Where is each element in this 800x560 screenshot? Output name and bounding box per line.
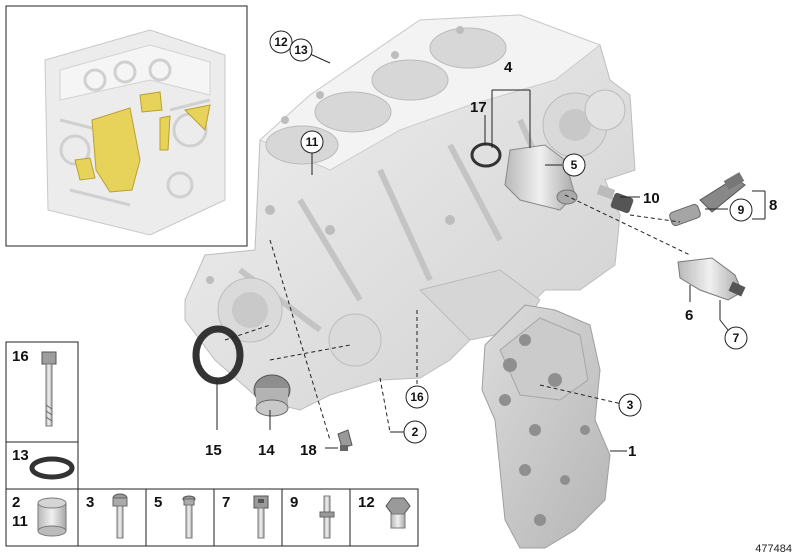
legend-cell-label: 9	[290, 494, 298, 511]
callout-9: 9	[729, 198, 753, 222]
thin-bolt-icon	[182, 495, 196, 539]
screw-plug-icon	[385, 497, 411, 529]
legend-cell-label: 16	[12, 348, 29, 365]
sensor-9-assembly	[669, 172, 746, 227]
diagram-reference-number: 477484	[755, 543, 792, 555]
legend-bottom-row: 3 5 7 9 12	[77, 488, 419, 547]
callout-18: 18	[300, 442, 317, 459]
highlighted-bracket-overview	[91, 107, 141, 193]
legend-cell-label: 7	[222, 494, 230, 511]
callout-16-label: 16	[410, 390, 424, 404]
overview-inset	[5, 5, 248, 247]
o-ring-17	[470, 142, 502, 168]
legend-cell-label: 5	[154, 494, 162, 511]
callout-3-label: 3	[627, 398, 634, 412]
callout-2: 2	[403, 420, 427, 444]
callout-7-label: 7	[733, 331, 740, 345]
callout-9-label: 9	[738, 203, 745, 217]
sensor-18	[337, 429, 353, 451]
callout-2-label: 2	[412, 425, 419, 439]
callout-8: 8	[769, 197, 777, 214]
legend-left-column: 16 13 2 11	[5, 341, 79, 547]
callout-11: 11	[300, 130, 324, 154]
legend-cell-label: 13	[12, 447, 29, 464]
callout-11-label: 11	[306, 135, 319, 149]
sensor-6	[677, 257, 746, 301]
leader-lines	[216, 43, 766, 452]
legend-cell-label: 3	[86, 494, 94, 511]
medium-bolt-icon	[112, 493, 128, 539]
socket-screw-icon	[253, 495, 269, 539]
stud-bolt-icon	[319, 495, 335, 539]
callout-14: 14	[258, 442, 275, 459]
callout-10: 10	[643, 190, 660, 207]
callout-7: 7	[724, 326, 748, 350]
callout-labels: 1 2 3 4 5 6 7 8 9 10 11 12	[205, 30, 777, 460]
callout-1: 1	[628, 443, 636, 460]
callout-5-label: 5	[571, 158, 578, 172]
legend-cell-label: 12	[358, 494, 375, 511]
sensor-10	[596, 184, 634, 214]
legend-cell-label: 11	[12, 513, 28, 530]
callout-6: 6	[685, 307, 693, 324]
callout-17: 17	[470, 99, 487, 116]
long-bolt-icon	[41, 351, 57, 427]
sleeve-icon	[37, 497, 67, 537]
oil-pressure-valve	[504, 144, 578, 211]
callout-4: 4	[504, 59, 513, 76]
plug-14	[253, 374, 291, 417]
legend-cell-label: 2	[12, 494, 20, 511]
callout-15: 15	[205, 442, 222, 459]
callout-5: 5	[562, 153, 586, 177]
callout-12: 12	[269, 30, 293, 54]
callout-12-label: 12	[274, 35, 288, 49]
callout-13-label: 13	[294, 43, 308, 57]
seal-ring-15	[192, 325, 244, 385]
seal-ring-icon	[29, 456, 75, 480]
callout-16: 16	[405, 385, 429, 409]
engine-mount-bracket	[481, 304, 611, 549]
callout-13: 13	[289, 38, 313, 62]
callout-3: 3	[618, 393, 642, 417]
engine-overview-illustration	[44, 29, 226, 236]
